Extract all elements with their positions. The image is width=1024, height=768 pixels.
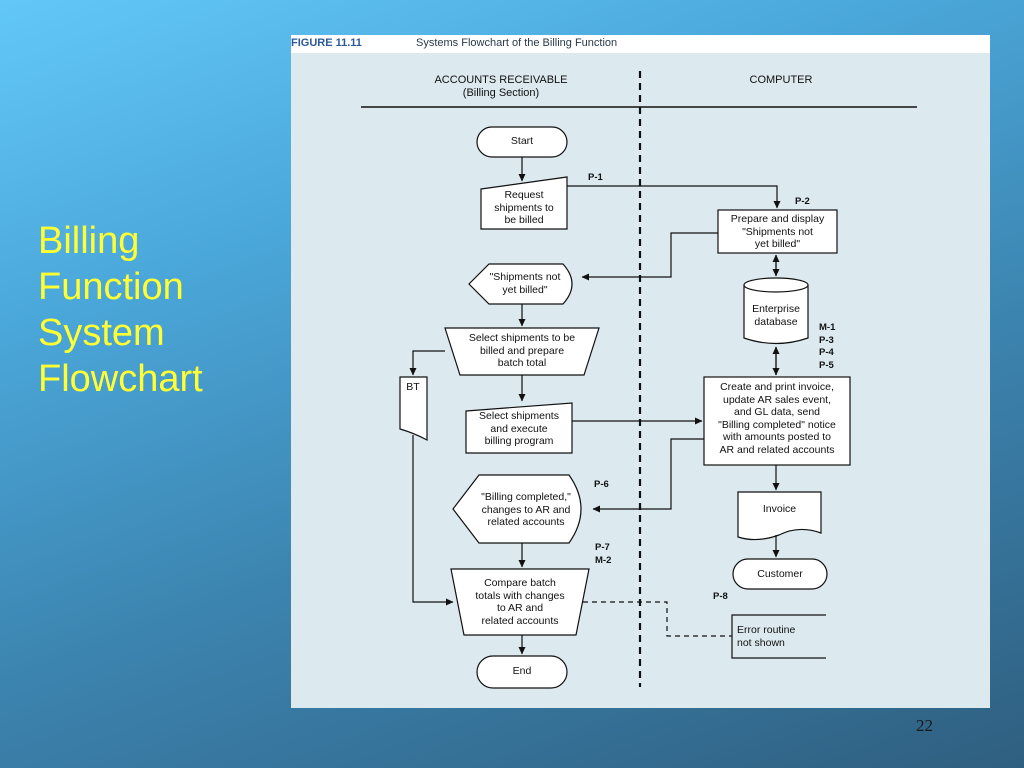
- figure-title: Systems Flowchart of the Billing Functio…: [416, 37, 618, 49]
- code-line: M-1: [819, 322, 836, 333]
- bt-document: [399, 376, 428, 442]
- request-label: Request shipments to be billed: [481, 189, 567, 227]
- compare-label-line: totals with changes: [475, 589, 565, 602]
- error-label: Error routine not shown: [737, 624, 827, 649]
- column-header-left: ACCOUNTS RECEIVABLE (Billing Section): [401, 74, 601, 100]
- create-print-label-line: with amounts posted to: [723, 431, 831, 443]
- create-print-label: Create and print invoice, update AR sale…: [704, 381, 850, 456]
- select-execute-label-line: and execute: [490, 422, 548, 435]
- create-print-process: [703, 376, 851, 466]
- code-p2: P-2: [795, 196, 810, 207]
- database-label: Enterprise database: [744, 303, 808, 328]
- bt-label: BT: [406, 381, 420, 393]
- prepare-display-label: Prepare and display "Shipments not yet b…: [718, 213, 837, 251]
- select-prepare-label-line: billed and prepare: [479, 344, 565, 357]
- flow-bt-compare: [412, 435, 454, 606]
- column-header-right: COMPUTER: [749, 74, 813, 86]
- code-line: P-7: [595, 542, 610, 553]
- create-print-label-line: AR and related accounts: [719, 443, 835, 456]
- create-print-label-line: and GL data, send: [733, 406, 820, 418]
- select-prepare-label-line: Select shipments to be: [468, 332, 576, 344]
- select-execute-label: Select shipments and execute billing pro…: [466, 410, 572, 448]
- code-p8: P-8: [713, 591, 728, 602]
- display-not-billed-label-line: yet billed": [502, 283, 548, 296]
- compare-manual-op: [450, 568, 590, 636]
- invoice-label: Invoice: [762, 503, 797, 515]
- code-line: M-2: [595, 554, 612, 566]
- database-cylinder: [743, 285, 809, 345]
- code-line: P-3: [819, 334, 834, 346]
- error-label-line: not shown: [737, 636, 785, 649]
- database-top: [743, 277, 809, 293]
- create-print-label-line: "Billing completed" notice: [718, 418, 836, 431]
- error-label-line: Error routine: [737, 624, 796, 636]
- code-line: P-5: [819, 359, 834, 371]
- prepare-display-process: [717, 209, 838, 254]
- create-print-label-line: Create and print invoice,: [720, 381, 834, 393]
- compare-label: Compare batch totals with changes to AR …: [457, 577, 583, 627]
- customer-label: Customer: [757, 568, 803, 580]
- create-print-label-line: update AR sales event,: [723, 393, 831, 406]
- start-label: Start: [510, 135, 534, 147]
- slide-title-line: System: [38, 312, 165, 354]
- figure-caption-bar: [291, 35, 990, 53]
- end-terminal: [476, 655, 568, 689]
- customer-terminal: [732, 558, 828, 590]
- flowchart-graphics: [361, 71, 917, 689]
- billing-completed-label-line: related accounts: [487, 516, 565, 528]
- database-label-line: Enterprise: [752, 303, 800, 315]
- select-prepare-manual-op: [444, 327, 600, 376]
- billing-completed-display: [452, 474, 582, 544]
- request-manual-input: [480, 176, 568, 230]
- billing-completed-label-line: "Billing completed,": [481, 491, 571, 503]
- slide-title-line: Flowchart: [38, 358, 203, 400]
- compare-label-line: related accounts: [481, 614, 559, 627]
- select-execute-manual-input: [465, 402, 573, 454]
- column-header-left-line1: ACCOUNTS RECEIVABLE: [434, 74, 568, 86]
- end-label: End: [512, 665, 532, 677]
- flow-compare-error: [583, 601, 732, 637]
- request-label-line: Request: [504, 189, 544, 201]
- compare-label-line: to AR and: [496, 602, 544, 614]
- flowchart-figure: FIGURE 11.11 Systems Flowchart of the Bi…: [291, 35, 990, 708]
- code-p1: P-1: [588, 172, 603, 183]
- billing-completed-label-line: changes to AR and: [481, 503, 571, 516]
- code-p7-m2: P-7 M-2: [595, 542, 611, 567]
- compare-label-line: Compare batch: [484, 577, 556, 589]
- slide-title-line: Function: [38, 266, 184, 308]
- flow-request-prepare: [567, 185, 781, 209]
- code-line: P-4: [819, 347, 834, 358]
- select-execute-label-line: billing program: [484, 435, 554, 447]
- billing-completed-label: "Billing completed," changes to AR and r…: [467, 491, 585, 529]
- display-not-billed-shape: [468, 263, 573, 305]
- flow-prepare-display: [581, 232, 718, 281]
- display-not-billed-label: "Shipments not yet billed": [477, 271, 573, 296]
- page-number: 22: [916, 716, 933, 735]
- code-p6: P-6: [594, 479, 609, 490]
- invoice-document: [737, 491, 822, 541]
- request-label-line: be billed: [504, 214, 544, 226]
- flow-select-bt: [409, 350, 445, 376]
- select-prepare-label-line: batch total: [497, 357, 547, 369]
- select-execute-label-line: Select shipments: [479, 410, 559, 422]
- flow-create-billing-completed: [592, 438, 704, 513]
- prepare-display-label-line: Prepare and display: [730, 213, 825, 225]
- slide-title-line: Billing: [38, 220, 140, 262]
- select-prepare-label: Select shipments to be billed and prepar…: [451, 332, 593, 370]
- code-m1-p5: M-1 P-3 P-4 P-5: [819, 322, 835, 372]
- prepare-display-label-line: "Shipments not: [742, 225, 813, 238]
- figure-number: FIGURE 11.11: [291, 37, 362, 49]
- request-label-line: shipments to: [494, 201, 554, 214]
- database-label-line: database: [754, 315, 798, 328]
- prepare-display-label-line: yet billed": [754, 238, 801, 250]
- slide-title: Billing Function System Flowchart: [38, 218, 268, 402]
- display-not-billed-label-line: "Shipments not: [489, 271, 561, 283]
- column-header-left-line2: (Billing Section): [462, 87, 540, 99]
